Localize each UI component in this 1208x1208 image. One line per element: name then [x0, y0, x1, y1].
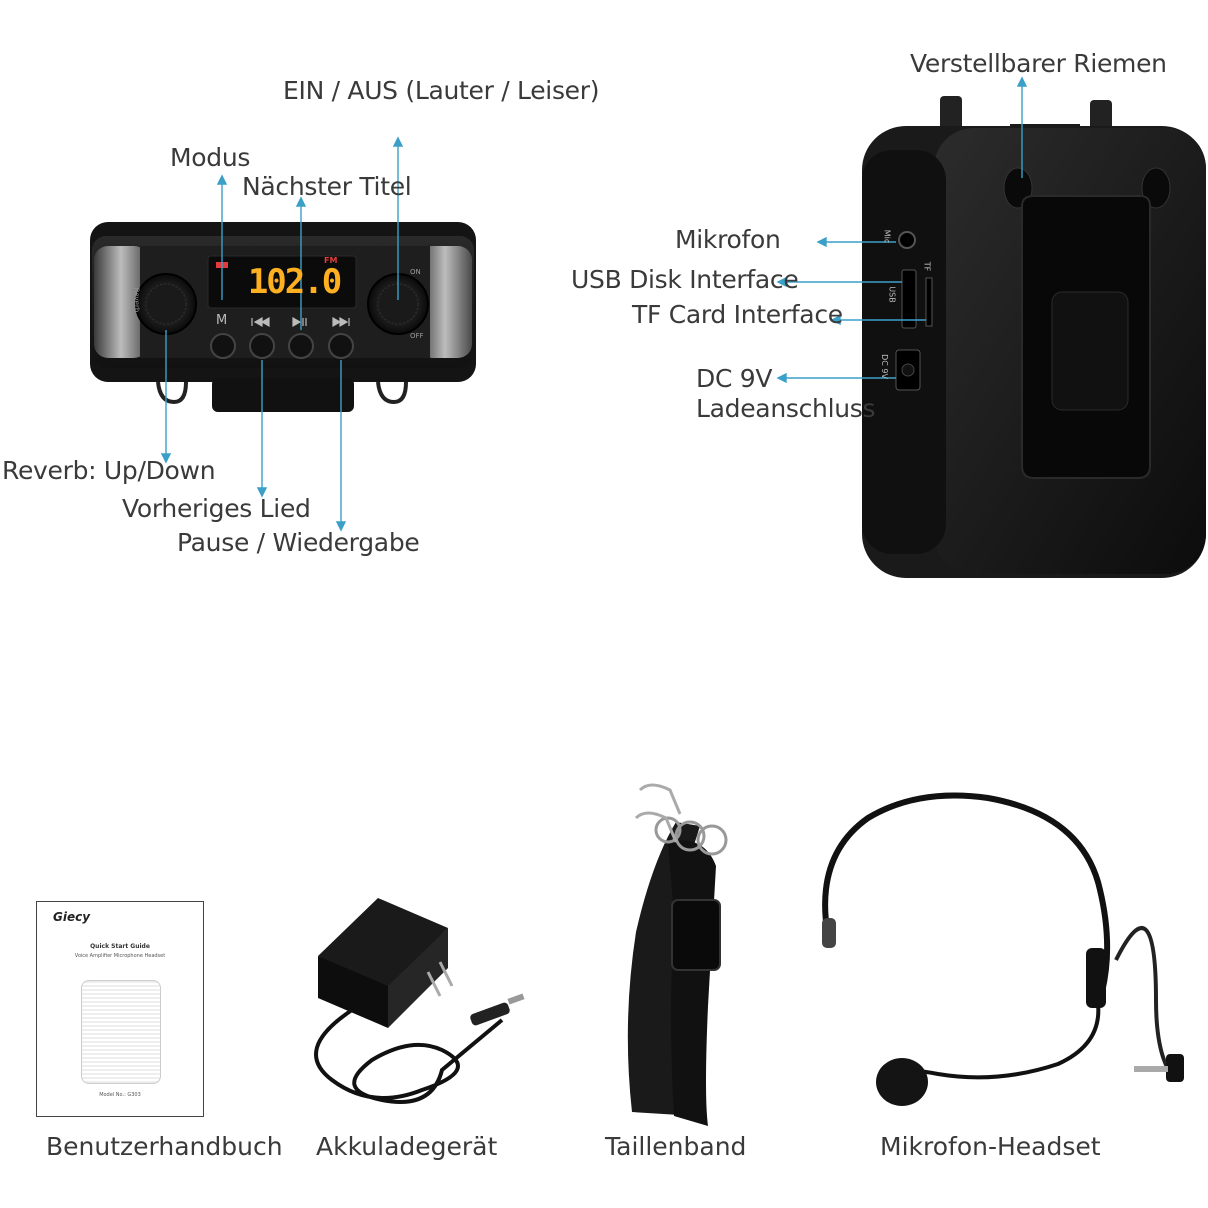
charger-illustration	[314, 898, 525, 1104]
on-off-label: EIN / AUS (Lauter / Leiser)	[283, 76, 600, 105]
reverb-engraving: Reverb	[132, 287, 141, 313]
caption-headset: Mikrofon-Headset	[880, 1132, 1101, 1161]
on-engraving: ON	[410, 268, 421, 276]
pause-play-label: Pause / Wiedergabe	[177, 528, 420, 557]
usb-port[interactable]	[901, 269, 917, 329]
headset-illustration	[822, 792, 1184, 1106]
usb-label: USB Disk Interface	[571, 265, 799, 294]
tf-label: TF Card Interface	[632, 300, 843, 329]
waistband-illustration	[627, 783, 728, 1126]
play-pause-button[interactable]	[288, 333, 314, 359]
caption-charger: Akkuladegerät	[316, 1132, 498, 1161]
charging-port-label: Ladeanschluss	[696, 394, 876, 423]
reverb-label: Reverb: Up/Down	[2, 456, 216, 485]
off-engraving: OFF	[410, 332, 424, 340]
dc-marking: DC 9V	[879, 354, 889, 379]
next-icon	[332, 316, 350, 328]
manual-speaker-image	[81, 980, 161, 1084]
caption-waistband: Taillenband	[605, 1132, 747, 1161]
fm-indicator: FM	[324, 256, 338, 265]
previous-button[interactable]	[249, 333, 275, 359]
manual-brand: Giecy	[53, 910, 91, 924]
mic-marking: Mic	[882, 229, 892, 244]
previous-song-label: Vorheriges Lied	[122, 494, 311, 523]
tf-slot[interactable]	[925, 277, 933, 327]
dc-label: DC 9V	[696, 364, 773, 393]
mic-port[interactable]	[898, 231, 916, 249]
mode-key-label: M	[216, 313, 228, 328]
next-button[interactable]	[328, 333, 354, 359]
tf-marking: TF	[922, 261, 932, 272]
next-track-label: Nächster Titel	[242, 172, 412, 201]
frequency-display: 102.0	[247, 262, 342, 302]
caption-manual: Benutzerhandbuch	[46, 1132, 283, 1161]
strap-label: Verstellbarer Riemen	[910, 49, 1167, 78]
manual-model: Model No.: G303	[99, 1092, 141, 1098]
mode-button[interactable]	[210, 333, 236, 359]
previous-icon	[251, 316, 270, 328]
usb-marking: USB	[887, 286, 897, 303]
user-manual: Giecy Quick Start Guide Voice Amplifier …	[36, 901, 204, 1117]
manual-title: Quick Start Guide	[90, 943, 150, 950]
microphone-label: Mikrofon	[675, 225, 781, 254]
mode-label: Modus	[170, 143, 251, 172]
play-pause-icon	[292, 316, 307, 328]
manual-subtitle: Voice Amplifier Microphone Headset	[74, 953, 166, 959]
